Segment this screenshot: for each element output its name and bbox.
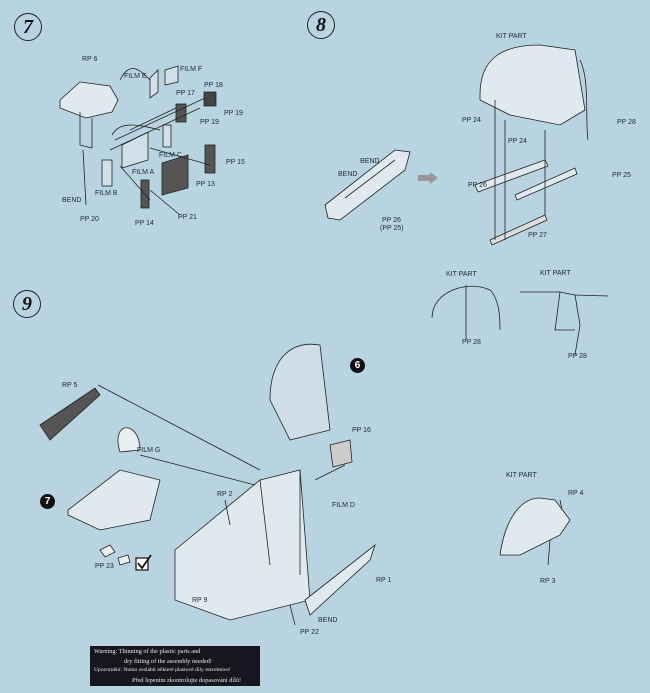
label-kit-part: KIT PART bbox=[540, 270, 571, 277]
step-number-9: 9 bbox=[13, 290, 41, 318]
label-rp5: RP 5 bbox=[62, 382, 78, 389]
label-film-a: FILM A bbox=[132, 169, 155, 176]
label-bend: BEND bbox=[318, 617, 338, 624]
label-rp6: RP 6 bbox=[82, 56, 98, 63]
label-pp24: PP 24 bbox=[462, 117, 481, 124]
warning-box: Warning: Thinning of the plastic parts a… bbox=[90, 646, 260, 686]
warning-line-1: Warning: Thinning of the plastic parts a… bbox=[94, 648, 201, 655]
label-film-e: FILM E bbox=[124, 73, 147, 80]
step8-drawing bbox=[324, 44, 609, 356]
label-pp27: PP 27 bbox=[528, 232, 547, 239]
label-bend: BEND bbox=[338, 171, 358, 178]
label-film-b: FILM B bbox=[95, 190, 118, 197]
label-rp9: RP 9 bbox=[192, 597, 208, 604]
label-rp4: RP 4 bbox=[568, 490, 584, 497]
step7-drawing bbox=[59, 65, 217, 216]
label-pp25-alt: (PP 25) bbox=[380, 225, 404, 232]
label-pp14: PP 14 bbox=[135, 220, 154, 227]
label-pp20: PP 20 bbox=[80, 216, 99, 223]
step-number-7: 7 bbox=[14, 13, 42, 41]
label-kit-part: KIT PART bbox=[496, 33, 527, 40]
warning-line-3: Upozornění: Nutno zeslabit některé plast… bbox=[94, 667, 231, 673]
label-pp15: PP 15 bbox=[226, 159, 245, 166]
warning-line-4: Před lepením zkontrolujte dopasování díl… bbox=[132, 676, 242, 684]
label-pp22: PP 22 bbox=[300, 629, 319, 636]
checkbox-checked-icon bbox=[135, 554, 152, 571]
step9-drawing bbox=[39, 343, 571, 626]
label-pp21: PP 21 bbox=[178, 214, 197, 221]
label-pp28: PP 28 bbox=[617, 119, 636, 126]
label-film-g: FILM G bbox=[137, 447, 161, 454]
label-pp19: PP 19 bbox=[200, 119, 219, 126]
warning-line-2: dry fitting of the assembly needed! bbox=[124, 657, 212, 665]
label-bend: BEND bbox=[62, 197, 82, 204]
label-film-d: FILM D bbox=[332, 502, 355, 509]
label-pp26: PP 26 bbox=[382, 217, 401, 224]
label-film-c: FILM C bbox=[159, 152, 182, 159]
label-pp16: PP 16 bbox=[352, 427, 371, 434]
label-rp1: RP 1 bbox=[376, 577, 392, 584]
label-pp19: PP 19 bbox=[224, 110, 243, 117]
label-pp26: PP 26 bbox=[468, 182, 487, 189]
label-pp23: PP 23 bbox=[95, 563, 114, 570]
step-number-8: 8 bbox=[307, 11, 335, 39]
label-bend: BEND bbox=[360, 158, 380, 165]
label-pp24: PP 24 bbox=[508, 138, 527, 145]
label-rp3: RP 3 bbox=[540, 578, 556, 585]
label-pp18: PP 18 bbox=[204, 82, 223, 89]
label-pp28: PP 28 bbox=[568, 353, 587, 360]
label-pp25: PP 25 bbox=[612, 172, 631, 179]
label-kit-part: KIT PART bbox=[446, 271, 477, 278]
label-pp13: PP 13 bbox=[196, 181, 215, 188]
callout-step-6: 6 bbox=[350, 358, 365, 373]
label-film-f: FILM F bbox=[180, 66, 203, 73]
label-pp17: PP 17 bbox=[176, 90, 195, 97]
label-pp28: PP 28 bbox=[462, 339, 481, 346]
callout-step-7: 7 bbox=[40, 494, 55, 509]
label-rp2: RP 2 bbox=[217, 491, 233, 498]
label-kit-part: KIT PART bbox=[506, 472, 537, 479]
